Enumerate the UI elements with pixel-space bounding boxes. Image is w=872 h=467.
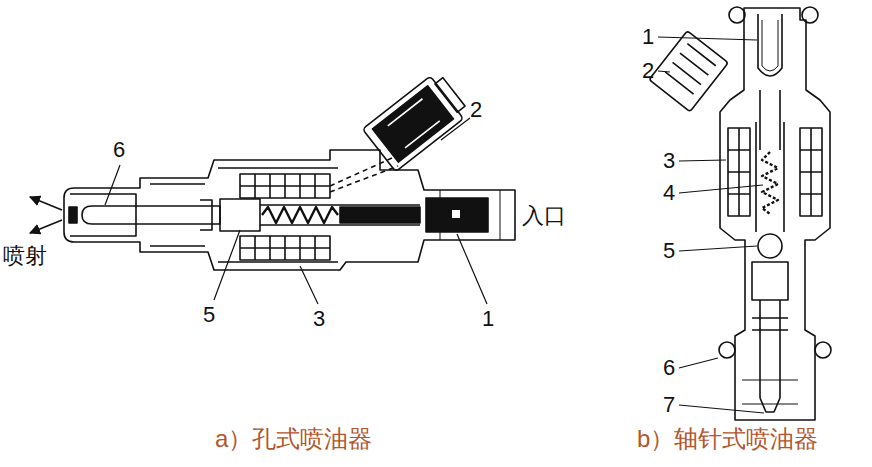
callout-number: 3 — [313, 306, 325, 331]
callout-number: 4 — [663, 180, 675, 205]
callout-number: 2 — [470, 97, 482, 122]
flow-label: 喷射 — [3, 243, 47, 268]
hole-injector — [30, 71, 515, 304]
callout-number: 3 — [663, 148, 675, 173]
sub-caption: a）孔式喷油器 — [215, 425, 372, 453]
callout-number: 2 — [642, 58, 654, 83]
callout-number: 1 — [642, 24, 654, 49]
callout-number: 1 — [482, 306, 494, 331]
sub-caption: b）轴针式喷油器 — [637, 425, 818, 453]
callout-number: 6 — [663, 355, 675, 380]
pintle-injector — [649, 7, 831, 420]
callout-number: 7 — [663, 392, 675, 417]
callout-number: 5 — [203, 302, 215, 327]
callout-number: 6 — [113, 137, 125, 162]
callout-number: 5 — [663, 238, 675, 263]
flow-label: 入口 — [522, 203, 566, 228]
